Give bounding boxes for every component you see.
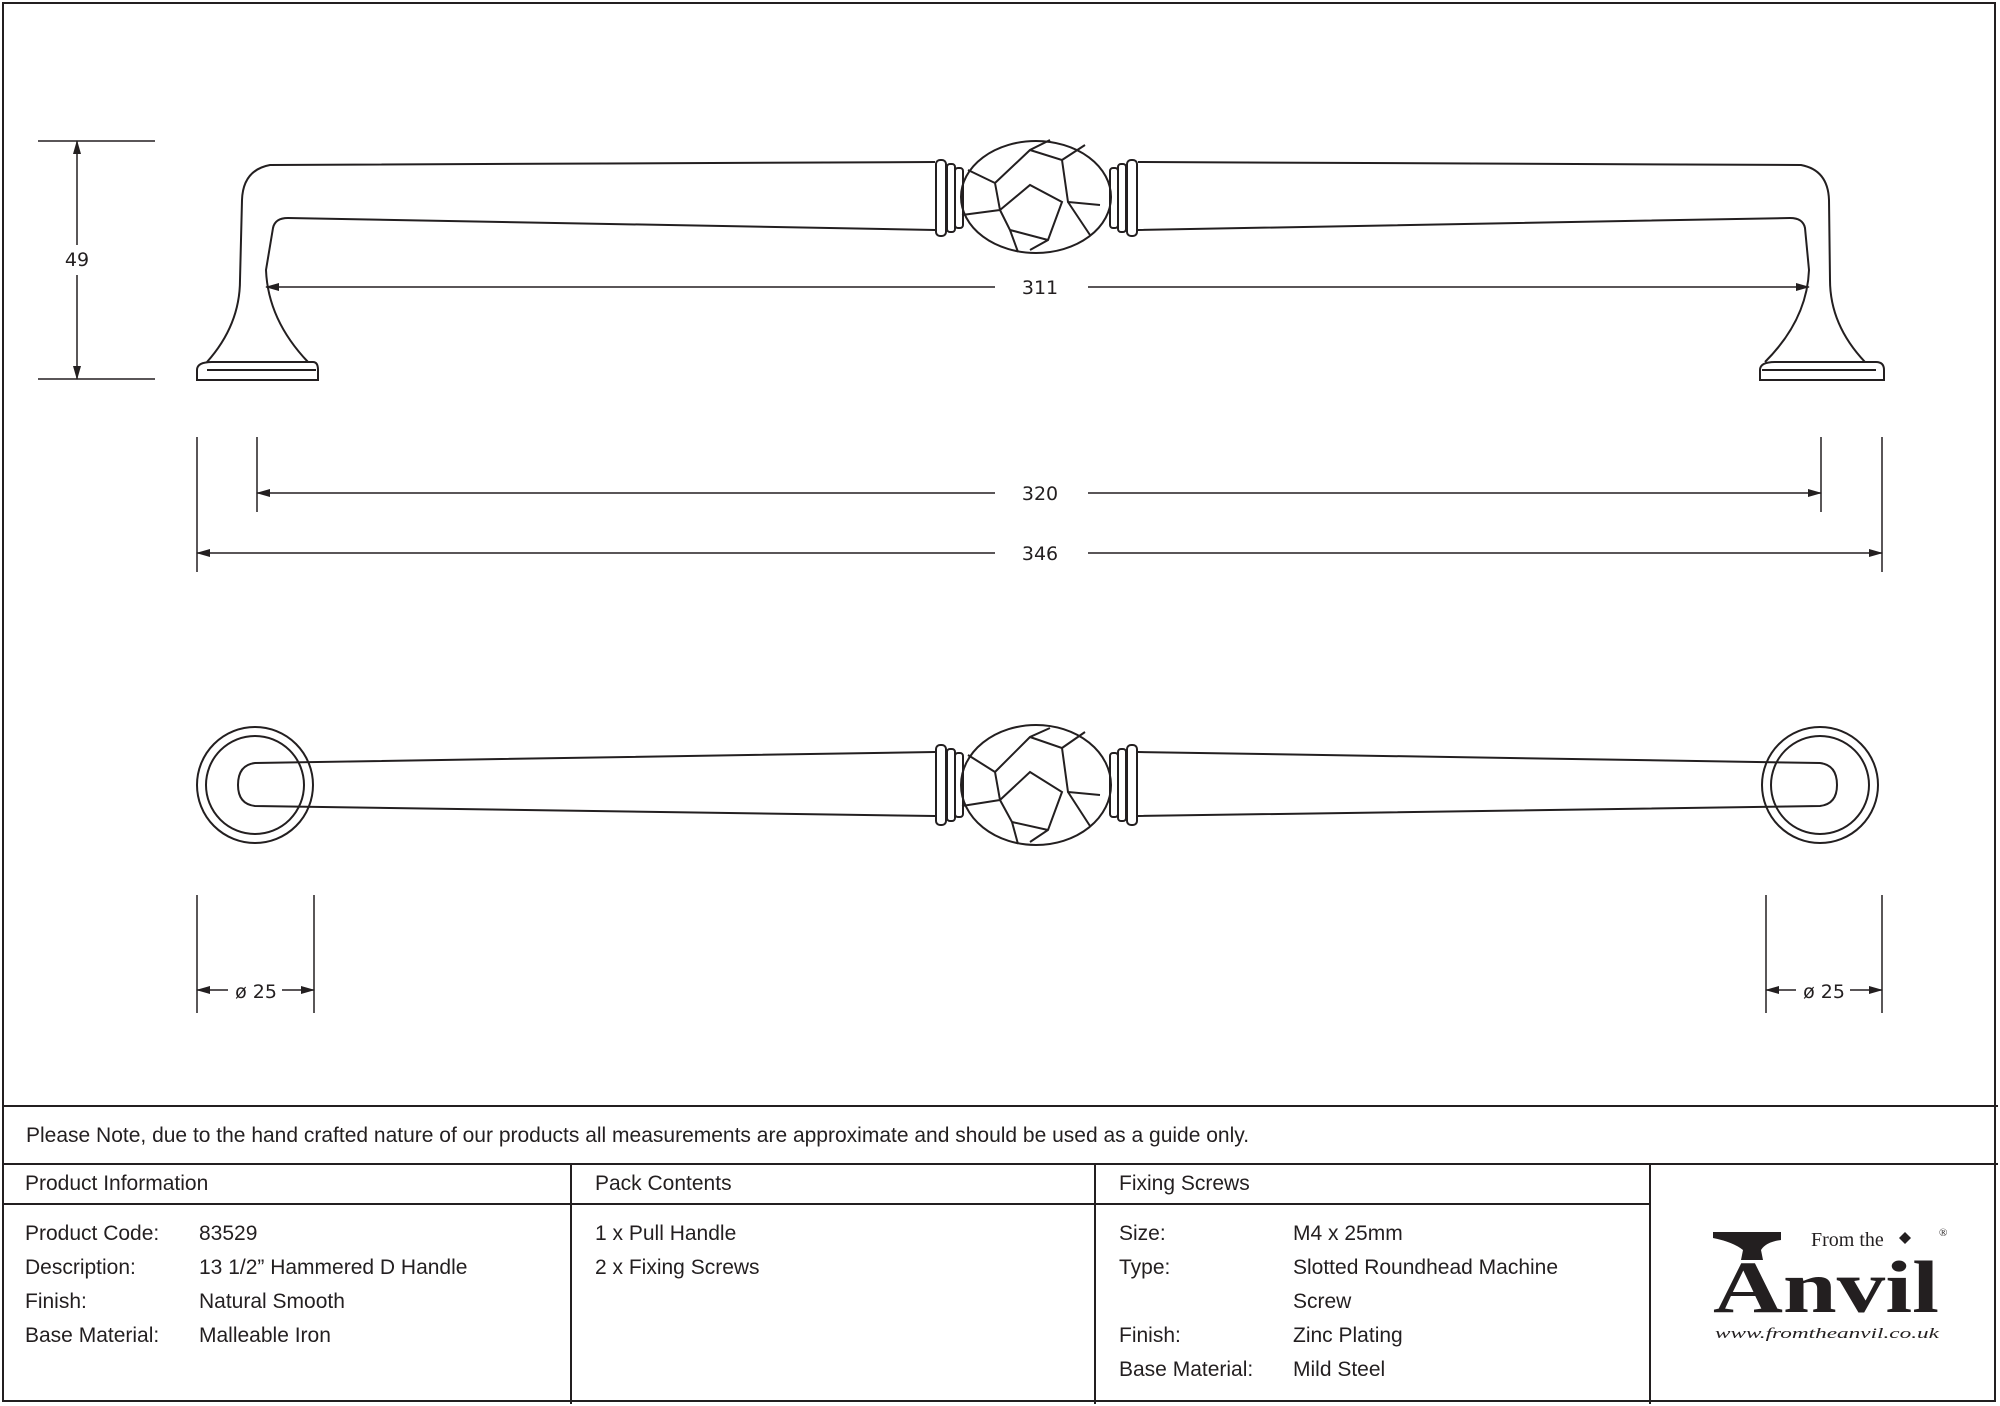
- measurement-note: Please Note, due to the hand crafted nat…: [2, 1105, 1998, 1165]
- logo-registered-mark: ®: [1939, 1227, 1947, 1239]
- inner-width-label: 311: [1022, 277, 1058, 299]
- logo-url: www.fromtheanvil.co.uk: [1715, 1326, 1940, 1342]
- overall-length-label: 346: [1022, 543, 1058, 565]
- handle-drawing: 49 311 320 346 ø 25 ø 25: [38, 139, 1885, 1013]
- row-value: Malleable Iron: [199, 1324, 331, 1347]
- row-label: Finish:: [25, 1290, 87, 1313]
- fixing-screws-heading: Fixing Screws: [1096, 1165, 1649, 1205]
- rose-diameter-left-label: ø 25: [235, 981, 277, 1003]
- fixing-screws-column: Fixing Screws Size: M4 x 25mm Type: Slotte…: [1094, 1165, 1649, 1404]
- anvil-icon: [1713, 1232, 1781, 1260]
- row-value: Zinc Plating: [1293, 1324, 1403, 1347]
- brand-logo-column: From the ® Anvil www.fromtheanvil.co.uk: [1649, 1165, 1998, 1404]
- row-value: 83529: [199, 1222, 258, 1245]
- product-information-heading: Product Information: [2, 1165, 570, 1205]
- info-table: Product Information Product Code: 83529 D…: [2, 1163, 1998, 1404]
- logo-brand-name: Anvil: [1713, 1247, 1939, 1329]
- rose-diameter-right-label: ø 25: [1803, 981, 1845, 1003]
- row-label: Product Code:: [25, 1222, 160, 1245]
- dimension-labels: 49 311 320 346 ø 25 ø 25: [65, 249, 1845, 1003]
- product-info-row: Finish: Natural Smooth: [25, 1285, 570, 1319]
- product-information-column: Product Information Product Code: 83529 D…: [2, 1165, 570, 1404]
- row-value: M4 x 25mm: [1293, 1222, 1403, 1245]
- screw-info-row: Type: Slotted Roundhead Machine Screw: [1119, 1251, 1649, 1319]
- row-value: 13 1/2” Hammered D Handle: [199, 1256, 468, 1279]
- row-label: Description:: [25, 1256, 136, 1279]
- row-label: Base Material:: [25, 1324, 160, 1347]
- row-label: Base Material:: [1119, 1358, 1254, 1381]
- pack-contents-heading: Pack Contents: [572, 1165, 1094, 1205]
- pack-contents-column: Pack Contents 1 x Pull Handle 2 x Fixing…: [570, 1165, 1094, 1404]
- side-view: [196, 139, 1885, 381]
- row-value: Slotted Roundhead Machine Screw: [1293, 1256, 1559, 1313]
- row-value: Natural Smooth: [199, 1290, 345, 1313]
- row-label: Finish:: [1119, 1324, 1181, 1347]
- row-value: Mild Steel: [1293, 1358, 1386, 1381]
- pack-item: 1 x Pull Handle: [595, 1222, 737, 1245]
- pack-item: 2 x Fixing Screws: [595, 1256, 760, 1279]
- product-info-row: Product Code: 83529: [25, 1217, 570, 1251]
- product-info-row: Description: 13 1/2” Hammered D Handle: [25, 1251, 570, 1285]
- dimension-lines: [38, 140, 1883, 1013]
- product-info-row: Base Material: Malleable Iron: [25, 1319, 570, 1353]
- centres-label: 320: [1022, 483, 1058, 505]
- row-label: Type:: [1119, 1256, 1171, 1279]
- row-label: Size:: [1119, 1222, 1166, 1245]
- from-the-anvil-logo: From the ® Anvil www.fromtheanvil.co.uk: [1713, 1227, 1947, 1342]
- logo-from-the: From the: [1811, 1229, 1884, 1251]
- height-label: 49: [65, 249, 89, 271]
- screw-info-row: Size: M4 x 25mm: [1119, 1217, 1649, 1251]
- screw-info-row: Finish: Zinc Plating: [1119, 1319, 1649, 1353]
- plan-view: [196, 724, 1879, 846]
- screw-info-row: Base Material: Mild Steel: [1119, 1353, 1649, 1387]
- diamond-icon: [1899, 1232, 1911, 1244]
